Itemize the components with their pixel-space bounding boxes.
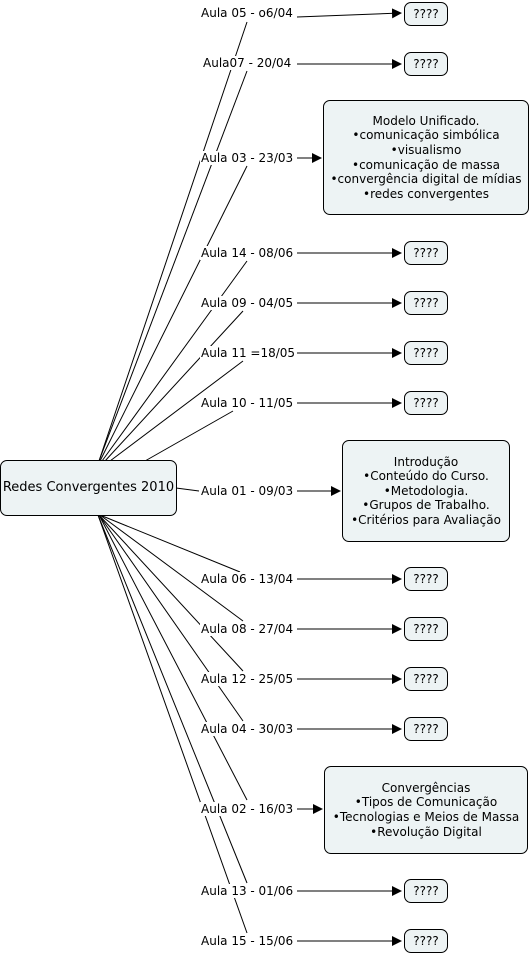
label-aula04[interactable]: Aula 04 - 30/03: [200, 722, 295, 736]
node-aula01-title: Introdução: [393, 454, 459, 469]
node-aula01-item: •Grupos de Trabalho.: [362, 498, 490, 513]
node-aula03-item: •comunicação de massa: [351, 157, 501, 172]
link-center-aula05: [98, 21, 248, 462]
placeholder-node-aula06[interactable]: ????: [404, 567, 448, 591]
label-aula14[interactable]: Aula 14 - 08/06: [200, 246, 295, 260]
link-center-aula02: [98, 514, 248, 801]
placeholder-node-aula07[interactable]: ????: [404, 52, 448, 76]
label-aula05[interactable]: Aula 05 - o6/04: [200, 6, 294, 20]
node-aula02-item: •Tecnologias e Meios de Massa: [332, 810, 520, 824]
node-aula01-item: •Critérios para Avaliação: [351, 512, 501, 527]
label-aula09[interactable]: Aula 09 - 04/05: [200, 296, 295, 310]
node-aula03-item: •visualismo: [390, 142, 462, 157]
node-aula02-content[interactable]: Convergências •Tipos de Comunicação •Tec…: [324, 766, 528, 854]
link-center-aula01: [175, 487, 200, 492]
placeholder-node-aula15[interactable]: ????: [404, 929, 448, 953]
link-center-aula10: [144, 410, 234, 462]
node-aula03-item: •redes convergentes: [363, 186, 489, 201]
label-aula10[interactable]: Aula 10 - 11/05: [200, 396, 295, 410]
link-center-aula06: [99, 514, 241, 573]
label-aula12[interactable]: Aula 12 - 25/05: [200, 672, 295, 686]
node-aula01-item: •Conteúdo do Curso.: [363, 469, 489, 484]
node-aula01-item: •Metodologia.: [383, 483, 469, 498]
placeholder-node-aula13[interactable]: ????: [404, 879, 448, 903]
link-center-aula08: [99, 514, 244, 622]
placeholder-node-aula05[interactable]: ????: [404, 2, 448, 26]
placeholder-node-aula14[interactable]: ????: [404, 241, 448, 265]
label-aula06[interactable]: Aula 06 - 13/04: [200, 572, 295, 586]
label-aula15[interactable]: Aula 15 - 15/06: [200, 934, 295, 948]
node-aula03-item: •comunicação simbólica: [352, 128, 500, 143]
node-aula02-title: Convergências: [381, 780, 471, 795]
link-center-aula09: [104, 310, 244, 462]
placeholder-node-aula11[interactable]: ????: [404, 341, 448, 365]
center-node[interactable]: Redes Convergentes 2010: [0, 460, 177, 516]
label-aula03[interactable]: Aula 03 - 23/03: [200, 151, 295, 165]
placeholder-node-aula12[interactable]: ????: [404, 667, 448, 691]
placeholder-node-aula10[interactable]: ????: [404, 391, 448, 415]
node-aula02-item: •Tipos de Comunicação: [354, 795, 498, 810]
node-aula03-content[interactable]: Modelo Unificado. •comunicação simbólica…: [323, 100, 529, 215]
link-center-aula03: [99, 165, 248, 462]
link-center-aula14: [101, 260, 248, 462]
node-aula03-item: •convergência digital de mídias: [330, 172, 522, 187]
link-center-aula11: [109, 360, 244, 462]
label-aula11[interactable]: Aula 11 =18/05: [200, 346, 297, 360]
label-aula07[interactable]: Aula07 - 20/04: [202, 56, 293, 70]
label-aula13[interactable]: Aula 13 - 01/06: [200, 884, 295, 898]
label-aula02[interactable]: Aula 02 - 16/03: [200, 802, 295, 816]
node-aula01-content[interactable]: Introdução •Conteúdo do Curso. •Metodolo…: [342, 440, 510, 542]
node-aula03-title: Modelo Unificado.: [372, 113, 480, 128]
label-aula01[interactable]: Aula 01 - 09/03: [200, 484, 295, 498]
link-center-aula04: [98, 514, 244, 722]
arrow-aula05: [296, 8, 402, 19]
node-aula02-item: •Revolução Digital: [370, 824, 482, 839]
link-center-aula07: [98, 70, 248, 462]
link-center-aula15: [97, 514, 248, 934]
link-center-aula13: [97, 514, 248, 884]
placeholder-node-aula09[interactable]: ????: [404, 291, 448, 315]
label-aula08[interactable]: Aula 08 - 27/04: [200, 622, 295, 636]
placeholder-node-aula08[interactable]: ????: [404, 617, 448, 641]
placeholder-node-aula04[interactable]: ????: [404, 717, 448, 741]
link-center-aula12: [98, 514, 244, 672]
